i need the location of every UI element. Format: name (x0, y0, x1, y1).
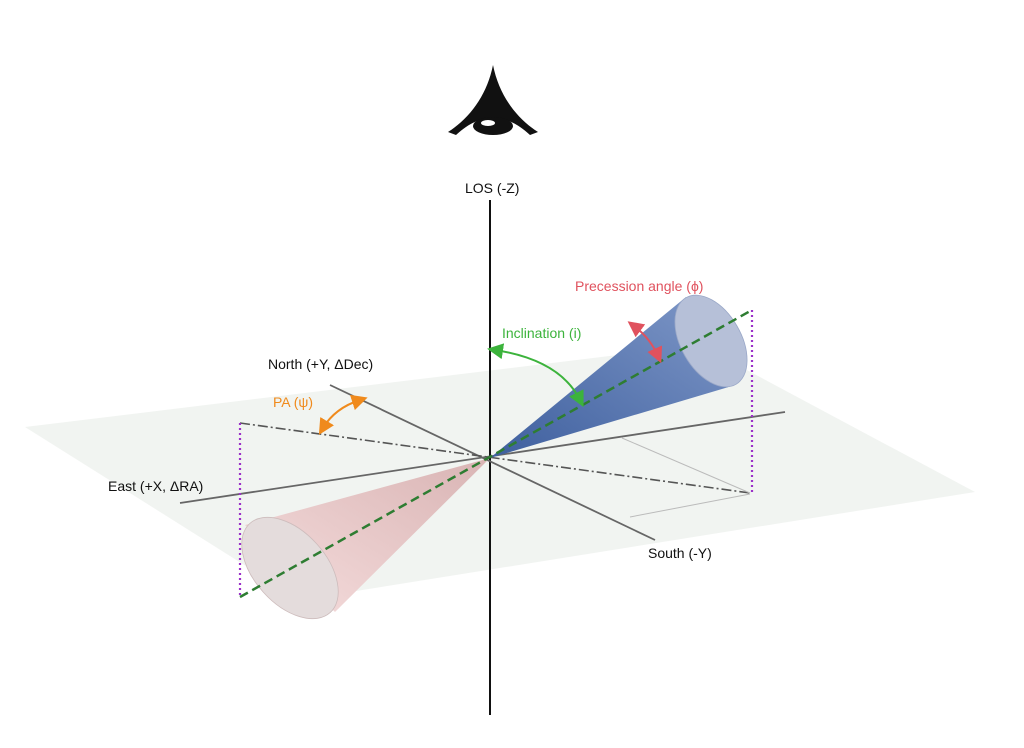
south-label: South (-Y) (648, 545, 712, 561)
projection-guide (621, 437, 751, 494)
projection-guide (629, 493, 751, 518)
observer-eye-icon (448, 65, 538, 135)
los-label: LOS (-Z) (465, 180, 520, 196)
precession-label: Precession angle (ϕ) (575, 278, 704, 294)
east-label: East (+X, ΔRA) (108, 478, 204, 494)
north-label: North (+Y, ΔDec) (268, 356, 374, 372)
east-west-axis (179, 411, 786, 504)
inclination-arrow (487, 343, 584, 408)
north-south-axis (329, 384, 656, 541)
pa-label: PA (ψ) (273, 394, 314, 410)
sky-plane (25, 345, 975, 600)
pa-arrow (318, 394, 368, 435)
approaching-cone (490, 294, 748, 458)
precession-arrow (627, 321, 663, 364)
inclination-label: Inclination (i) (502, 325, 582, 341)
